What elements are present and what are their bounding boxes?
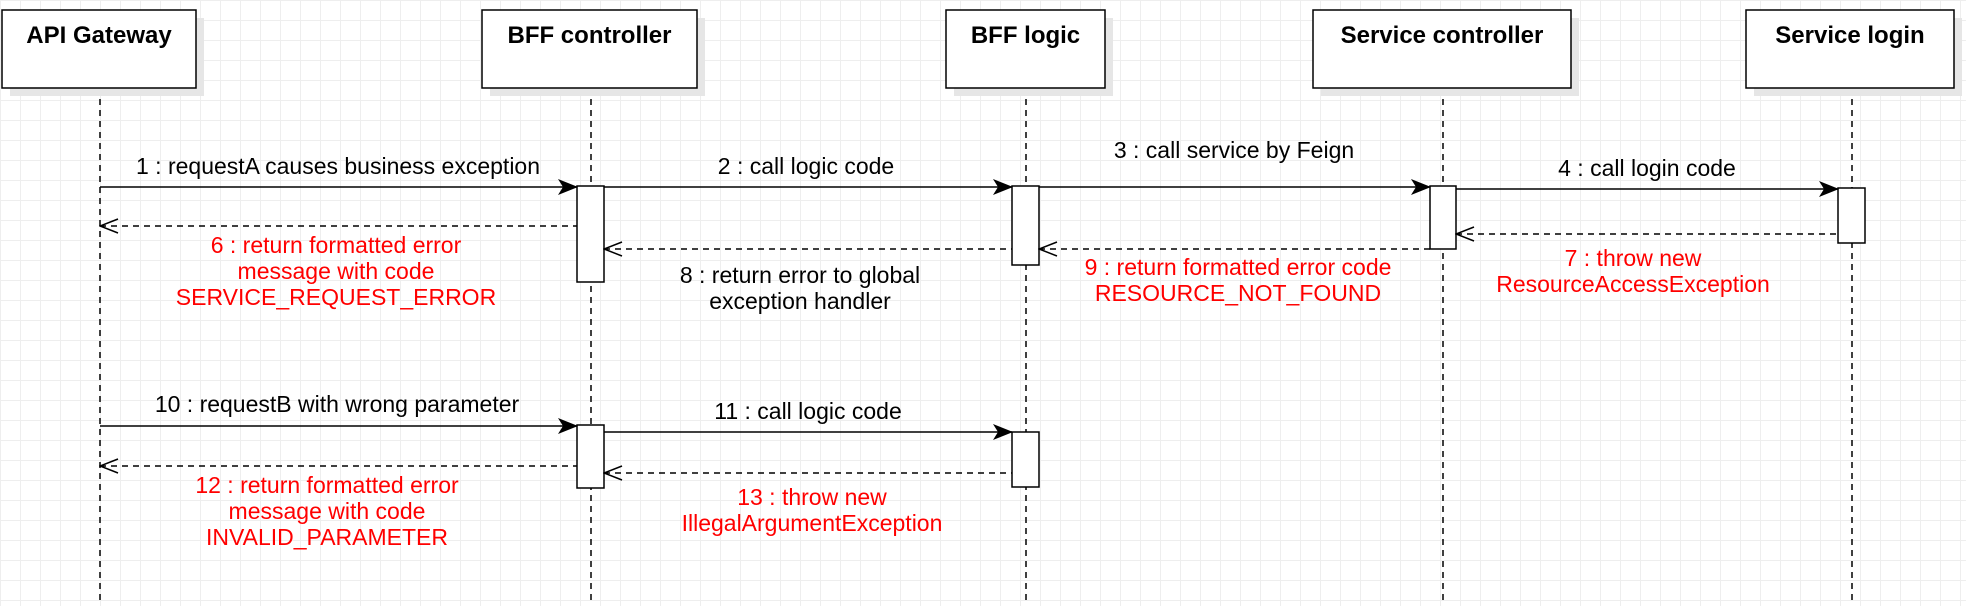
message-label-line: 13 : throw new [737, 484, 887, 510]
message-label-line: INVALID_PARAMETER [206, 524, 448, 550]
message-label: 10 : requestB with wrong parameter [155, 391, 520, 417]
message-label-line: 3 : call service by Feign [1114, 137, 1354, 163]
participant-service-controller[interactable]: Service controller [1312, 9, 1579, 96]
message-label-line: 12 : return formatted error [195, 472, 459, 498]
participant-bff-controller[interactable]: BFF controller [481, 9, 705, 96]
message-label-line: RESOURCE_NOT_FOUND [1095, 280, 1381, 306]
message-label: 3 : call service by Feign [1114, 137, 1354, 163]
message-label-line: exception handler [709, 288, 891, 314]
participant-box [1745, 9, 1955, 89]
participant-box [1, 9, 197, 89]
message-label-line: ResourceAccessException [1496, 271, 1770, 297]
bff-logic-activation-2 [1011, 431, 1040, 488]
message-label-line: message with code [229, 498, 426, 524]
participant-label: BFF controller [507, 22, 671, 49]
participant-box [945, 9, 1106, 89]
participant-label: Service controller [1341, 22, 1544, 49]
participant-api-gateway[interactable]: API Gateway [1, 9, 204, 96]
message-m2[interactable]: 2 : call logic code [604, 153, 1013, 195]
service-controller-activation-1 [1429, 185, 1457, 250]
message-label-line: 6 : return formatted error [211, 232, 462, 258]
message-label-line: SERVICE_REQUEST_ERROR [176, 284, 496, 310]
message-label-line: 1 : requestA causes business exception [136, 153, 540, 179]
bff-controller-activation-2 [576, 424, 605, 489]
message-m4[interactable]: 4 : call login code [1456, 155, 1839, 197]
message-label: 1 : requestA causes business exception [136, 153, 540, 179]
service-login-activation-1 [1837, 187, 1866, 244]
message-m11[interactable]: 11 : call logic code [604, 398, 1013, 440]
message-label-line: 10 : requestB with wrong parameter [155, 391, 520, 417]
message-label-line: 4 : call login code [1558, 155, 1736, 181]
bff-logic-activation-1 [1011, 185, 1040, 266]
message-label-line: 11 : call logic code [714, 398, 902, 424]
message-label-line: IllegalArgumentException [682, 510, 943, 536]
message-m3[interactable]: 3 : call service by Feign [1039, 137, 1431, 195]
participant-service-login[interactable]: Service login [1745, 9, 1962, 96]
participant-bff-logic[interactable]: BFF logic [945, 9, 1113, 96]
message-label: 2 : call logic code [718, 153, 894, 179]
participant-box [1312, 9, 1572, 89]
message-label: 4 : call login code [1558, 155, 1736, 181]
participant-box [481, 9, 698, 89]
message-label-line: message with code [238, 258, 435, 284]
message-label-line: 7 : throw new [1565, 245, 1702, 271]
message-label-line: 8 : return error to global [680, 262, 920, 288]
message-m1[interactable]: 1 : requestA causes business exception [100, 153, 578, 195]
participant-label: API Gateway [26, 22, 172, 49]
bff-controller-activation-1 [576, 185, 605, 283]
participant-label: BFF logic [971, 22, 1080, 49]
message-label-line: 9 : return formatted error code [1085, 254, 1392, 280]
message-label-line: 2 : call logic code [718, 153, 894, 179]
message-m10[interactable]: 10 : requestB with wrong parameter [100, 391, 578, 434]
participant-label: Service login [1775, 22, 1924, 49]
message-label: 11 : call logic code [714, 398, 902, 424]
